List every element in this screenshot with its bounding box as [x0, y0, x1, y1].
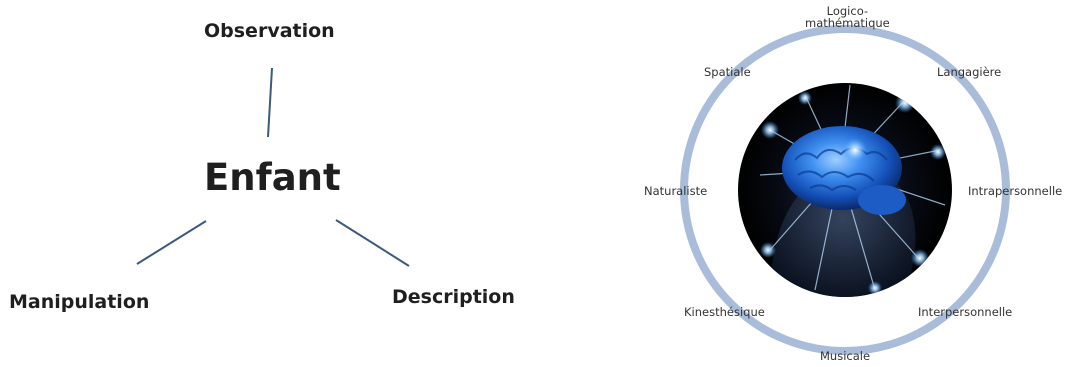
glow-8 — [843, 138, 867, 162]
glow-2 — [798, 91, 812, 105]
label-interpersonnelle: Interpersonnelle — [918, 305, 1013, 319]
wheel-graphic — [680, 25, 1010, 355]
glow-5 — [911, 249, 929, 267]
connector-description — [335, 219, 410, 267]
connector-observation — [267, 67, 273, 138]
connector-manipulation — [136, 220, 207, 265]
label-spatiale: Spatiale — [704, 65, 751, 79]
brain-folds — [794, 147, 888, 192]
glow-3 — [895, 93, 915, 113]
cerebellum — [858, 185, 906, 215]
label-intrapersonnelle: Intrapersonnelle — [968, 184, 1063, 198]
brain-scene — [759, 84, 946, 297]
label-langagiere: Langagière — [937, 65, 1002, 79]
node-observation: Observation — [204, 20, 335, 42]
label-musicale: Musicale — [820, 349, 871, 363]
glow-6 — [868, 281, 882, 295]
node-center-enfant: Enfant — [204, 156, 341, 199]
glow-1 — [761, 121, 779, 139]
glow-7 — [760, 242, 776, 258]
concept-map: Observation Enfant Manipulation Descript… — [9, 20, 515, 313]
label-kinesthesique: Kinesthésique — [684, 305, 765, 319]
concept-map-connectors — [136, 67, 410, 267]
glow-4 — [930, 144, 946, 160]
outer-ring — [680, 25, 1010, 355]
intelligences-wheel: Logico- mathématique Langagière Intraper… — [620, 0, 1075, 367]
node-manipulation: Manipulation — [9, 291, 150, 313]
label-naturaliste: Naturaliste — [644, 184, 708, 198]
label-logico-mathematique: Logico- mathématique — [805, 4, 890, 30]
node-description: Description — [392, 286, 515, 308]
